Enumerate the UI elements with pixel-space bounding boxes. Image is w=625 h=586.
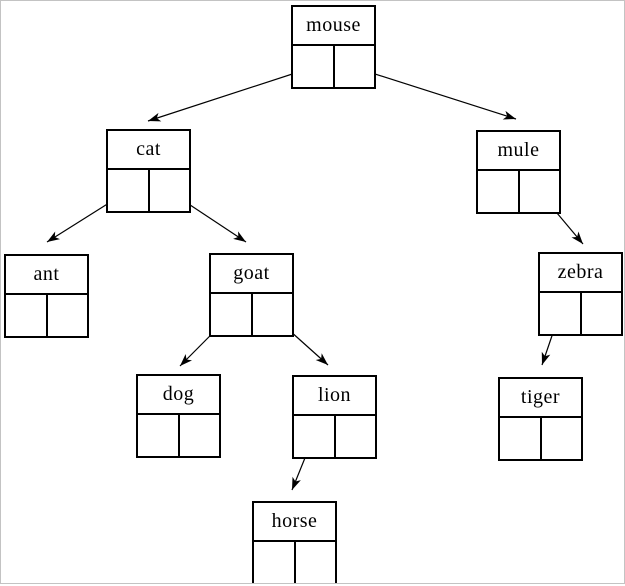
right-pointer-cell <box>177 415 220 456</box>
tree-node-label: zebra <box>540 254 621 293</box>
tree-node-label: mule <box>478 132 559 171</box>
right-pointer-cell <box>332 46 375 87</box>
left-pointer-cell <box>293 46 333 87</box>
left-pointer-cell <box>294 416 334 457</box>
tree-node-cat: cat <box>106 129 191 213</box>
pointer-cells <box>540 293 621 334</box>
left-pointer-cell <box>6 295 46 336</box>
left-pointer-cell <box>211 294 251 335</box>
pointer-cells <box>500 418 581 459</box>
tree-node-label: lion <box>294 377 375 416</box>
right-pointer-cell <box>147 170 190 211</box>
edge-mouse-left-to-cat <box>147 66 313 122</box>
tree-node-mule: mule <box>476 130 561 214</box>
tree-node-label: horse <box>254 503 335 542</box>
right-pointer-cell <box>539 418 582 459</box>
tree-node-lion: lion <box>292 375 377 459</box>
tree-node-tiger: tiger <box>498 377 583 461</box>
right-pointer-cell <box>579 293 622 334</box>
left-pointer-cell <box>540 293 580 334</box>
tree-node-label: goat <box>211 255 292 294</box>
pointer-cells <box>138 415 219 456</box>
tree-node-label: ant <box>6 256 87 295</box>
pointer-cells <box>254 542 335 583</box>
tree-node-label: cat <box>108 131 189 170</box>
pointer-cells <box>108 170 189 211</box>
pointer-cells <box>294 416 375 457</box>
left-pointer-cell <box>254 542 294 583</box>
tree-node-mouse: mouse <box>291 5 376 89</box>
edge-mouse-right-to-mule <box>354 66 517 120</box>
pointer-cells <box>293 46 374 87</box>
tree-node-zebra: zebra <box>538 252 623 336</box>
tree-node-horse: horse <box>252 501 337 583</box>
left-pointer-cell <box>138 415 178 456</box>
tree-node-dog: dog <box>136 374 221 458</box>
right-pointer-cell <box>333 416 376 457</box>
right-pointer-cell <box>250 294 293 335</box>
left-pointer-cell <box>108 170 148 211</box>
left-pointer-cell <box>478 171 518 212</box>
right-pointer-cell <box>293 542 336 583</box>
tree-node-label: tiger <box>500 379 581 418</box>
tree-node-ant: ant <box>4 254 89 338</box>
pointer-cells <box>478 171 559 212</box>
left-pointer-cell <box>500 418 540 459</box>
right-pointer-cell <box>45 295 88 336</box>
pointer-cells <box>211 294 292 335</box>
tree-node-label: dog <box>138 376 219 415</box>
pointer-cells <box>6 295 87 336</box>
tree-node-label: mouse <box>293 7 374 46</box>
tree-node-goat: goat <box>209 253 294 337</box>
right-pointer-cell <box>517 171 560 212</box>
